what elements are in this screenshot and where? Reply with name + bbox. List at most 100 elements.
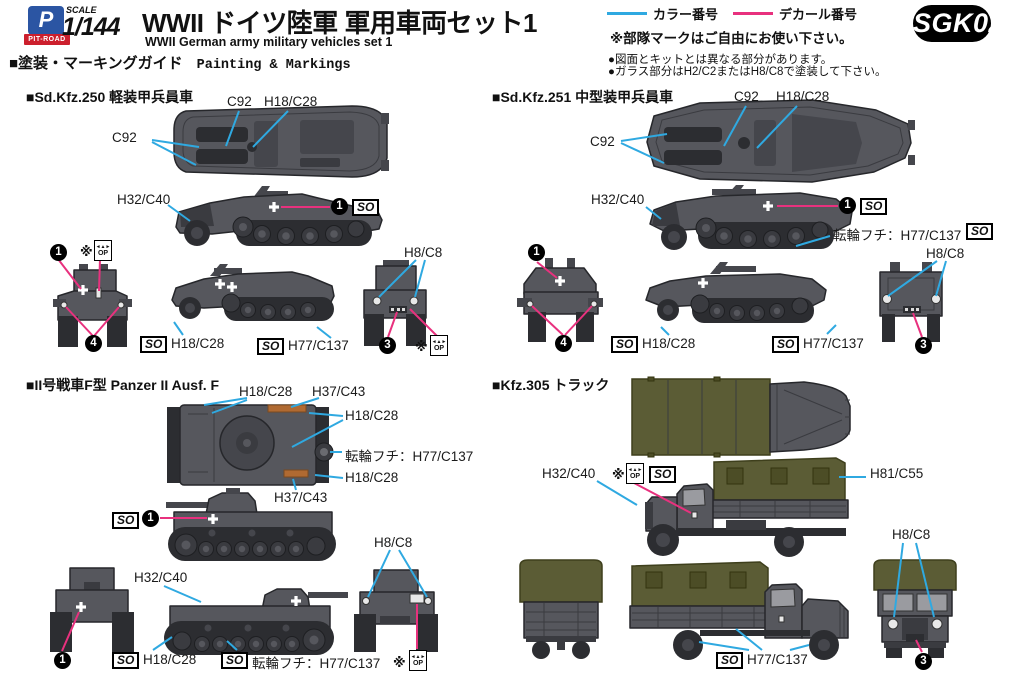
guide-title: ■塗装・マーキングガイド: [9, 55, 183, 72]
kfz305-side-view: [645, 457, 849, 557]
callout-h32-c40: H32/C40: [117, 192, 171, 207]
callout-c92: C92: [227, 94, 252, 109]
callout-c92: C92: [590, 134, 615, 149]
legend-decal-label: デカール番号: [779, 7, 858, 22]
callout-h18-c28: H18/C28: [239, 384, 293, 399]
asterisk-mark: ※: [393, 655, 406, 670]
sdkfz250-rear-view: [363, 260, 427, 346]
callout-h18-c28: H18/C28: [345, 408, 399, 423]
callout-h18-c28: H18/C28: [264, 94, 318, 109]
sdkfz251-side-view: [649, 185, 853, 250]
sdkfz250-top-view: [173, 105, 389, 178]
unit-mark-op-label: OP: [433, 345, 445, 352]
pit-road-brand-bar: PIT-ROAD: [24, 34, 70, 45]
unit-mark-icon: ◄▲► OP: [409, 650, 427, 671]
panzer2-side-view: [166, 488, 336, 561]
decal-num-1: 1: [331, 198, 348, 215]
sdkfz251-side-view-2: [645, 262, 827, 323]
callout-h8-c8: H8/C8: [374, 535, 413, 550]
unit-mark-glyph: ◄▲►: [410, 654, 426, 660]
sdkfz251-rear-view: [879, 262, 943, 342]
note-unit-mark: ※部隊マークはご自由にお使い下さい。: [610, 31, 853, 46]
color-callout-lines: [151, 105, 947, 651]
callout-h18-c28: H18/C28: [345, 470, 399, 485]
note-difference: ●図面とキットとは異なる部分があります。: [608, 54, 833, 66]
callout-h32-c40: H32/C40: [134, 570, 188, 585]
guide-title-row: ■塗装・マーキングガイド Painting & Markings: [9, 52, 351, 73]
page-title: WWII ドイツ陸軍 軍用車両セット1: [142, 8, 537, 38]
so-decal-mark: SO: [716, 652, 744, 669]
panzer2-top-view: [167, 404, 334, 486]
section-title-sdkfz250: ■Sd.Kfz.250 軽装甲兵員車: [26, 89, 194, 105]
so-decal-mark: SO: [140, 336, 168, 353]
callout-h18-c28: H18/C28: [171, 336, 225, 351]
callout-h81-c55: H81/C55: [870, 466, 924, 481]
callout-h18-c28: H18/C28: [776, 89, 830, 104]
unit-mark-op-label: OP: [629, 473, 641, 480]
panzer2-rear-view: [354, 569, 438, 652]
callout-c92: C92: [734, 89, 759, 104]
section-title-panzer2: ■II号戦車F型 Panzer II Ausf. F: [26, 377, 220, 393]
legend-color-label: カラー番号: [653, 7, 719, 22]
kfz305-top-view: [631, 376, 851, 458]
so-decal-mark: SO: [112, 652, 140, 669]
unit-mark-icon: ◄▲► OP: [430, 335, 448, 356]
so-decal-mark: SO: [649, 466, 677, 483]
decal-num-3: 3: [915, 653, 932, 670]
decal-num-4: 4: [555, 335, 572, 352]
section-title-kfz305: ■Kfz.305 トラック: [492, 377, 610, 393]
callout-h8-c8: H8/C8: [404, 245, 443, 260]
unit-mark-icon: ◄▲► OP: [626, 463, 644, 484]
asterisk-mark: ※: [80, 244, 93, 259]
decal-num-1: 1: [839, 197, 856, 214]
decal-num-3: 3: [915, 337, 932, 354]
so-decal-mark: SO: [221, 652, 249, 669]
so-decal-mark: SO: [257, 338, 285, 355]
decal-callout-lines: [57, 205, 923, 653]
sdkfz251-front-view: [517, 258, 603, 342]
callout-h8-c8: H8/C8: [892, 527, 931, 542]
callout-wheel-rim: 転輪フチ：H77/C137: [833, 228, 962, 243]
so-decal-mark: SO: [611, 336, 639, 353]
kfz305-side-view-2: [629, 561, 849, 660]
product-code-badge: SGK02: [913, 5, 1004, 42]
unit-mark-op-label: OP: [412, 660, 424, 667]
decal-num-3: 3: [379, 337, 396, 354]
unit-mark-glyph: ◄▲►: [627, 467, 643, 473]
scale-value: 1/144: [62, 13, 121, 41]
callout-h37-c43: H37/C43: [274, 490, 328, 505]
decal-num-1: 1: [50, 244, 67, 261]
kfz305-rear-view: [519, 559, 603, 659]
decal-num-4: 4: [85, 335, 102, 352]
unit-mark-glyph: ◄▲►: [95, 244, 111, 250]
callout-h8-c8: H8/C8: [926, 246, 965, 261]
kfz305-front-view: [873, 559, 957, 658]
asterisk-mark: ※: [612, 467, 625, 482]
so-decal-mark: SO: [860, 198, 888, 215]
unit-mark-icon: ◄▲► OP: [94, 240, 112, 261]
page-subtitle: WWII German army military vehicles set 1: [145, 35, 393, 49]
callout-wheel-rim: 転輪フチ：H77/C137: [345, 449, 474, 464]
callout-wheel-rim: 転輪フチ：H77/C137: [252, 656, 381, 671]
callout-h18-c28: H18/C28: [143, 652, 197, 667]
unit-mark-glyph: ◄▲►: [431, 339, 447, 345]
unit-mark-op-label: OP: [97, 250, 109, 257]
sdkfz250-side-view: [175, 186, 383, 246]
guide-title-en: Painting & Markings: [196, 58, 351, 73]
callout-h32-c40: H32/C40: [591, 192, 645, 207]
decal-num-1: 1: [528, 244, 545, 261]
decal-num-1: 1: [142, 510, 159, 527]
sdkfz250-front-view: [53, 264, 132, 347]
so-decal-mark: SO: [352, 199, 380, 216]
callout-c92: C92: [112, 130, 137, 145]
sdkfz251-top-view: [646, 99, 915, 183]
color-number-line-sample: [607, 12, 647, 15]
callout-h18-c28: H18/C28: [642, 336, 696, 351]
callout-h77-c137: H77/C137: [803, 336, 864, 351]
callout-h77-c137: H77/C137: [288, 338, 349, 353]
so-decal-mark: SO: [112, 512, 140, 529]
so-decal-mark: SO: [772, 336, 800, 353]
section-title-sdkfz251: ■Sd.Kfz.251 中型装甲兵員車: [492, 89, 674, 105]
note-glass-paint: ●ガラス部分はH2/C2またはH8/C8で塗装して下さい。: [608, 66, 887, 78]
sdkfz250-side-view-2: [171, 264, 335, 321]
